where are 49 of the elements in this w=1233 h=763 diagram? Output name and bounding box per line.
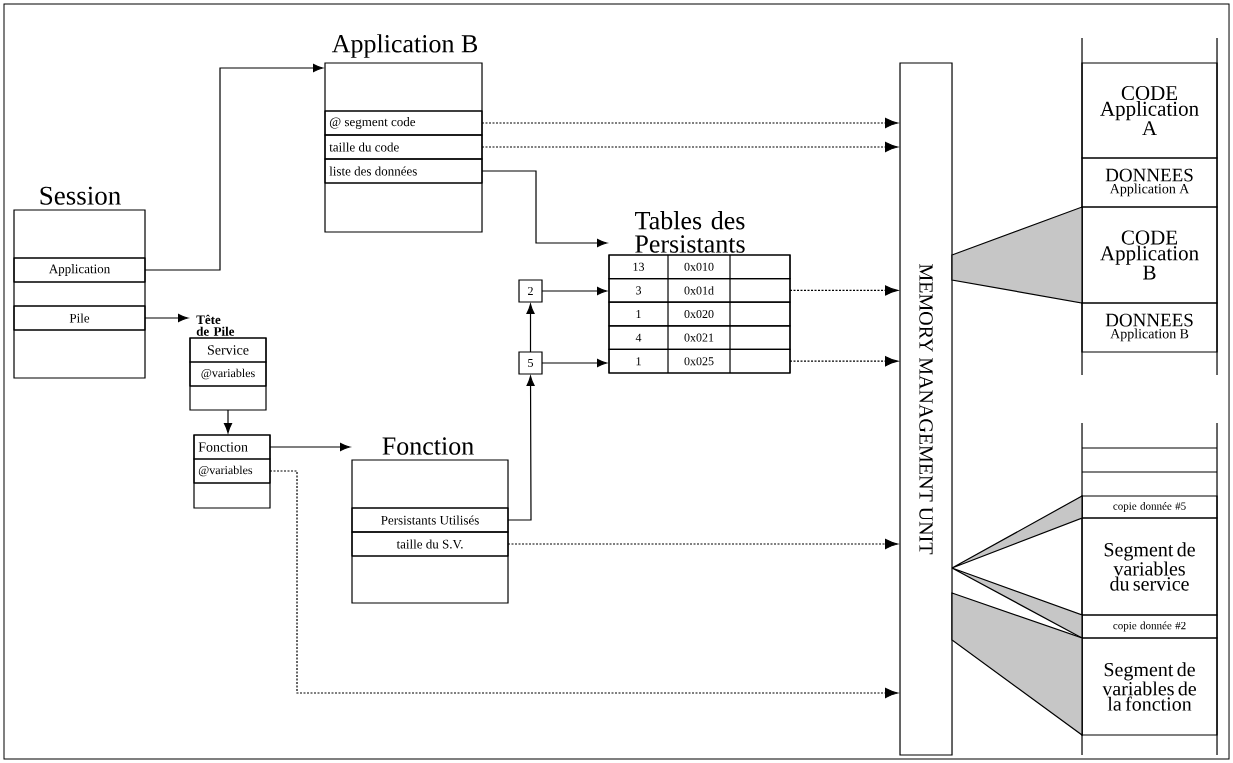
field-cell: 2 [518, 279, 543, 303]
arrow [526, 303, 535, 353]
memory-cell: Segment de variables du service [1081, 517, 1218, 616]
arrow [223, 409, 233, 434]
field-cell: @variables [189, 361, 267, 387]
arrow [481, 141, 899, 153]
arrow [481, 117, 899, 129]
memory-cell: CODE Application A [1081, 62, 1218, 159]
mapping-wedge [951, 495, 1083, 569]
memory-cell: copie donnée #5 [1081, 495, 1218, 519]
field-cell: Pile [13, 305, 146, 331]
table-row: 13 0x010 [608, 254, 791, 280]
arrow [789, 356, 899, 367]
memory-management-unit: MEMORY MANAGEMENT UNIT [899, 62, 953, 756]
field-cell: @variables [193, 458, 271, 484]
table-row: 1 0x025 [608, 348, 791, 374]
arrow [481, 170, 608, 248]
arrow [507, 538, 899, 550]
heading: Application B [331, 34, 478, 58]
heading: Fonction [382, 437, 474, 455]
field-cell: liste des données [324, 158, 483, 184]
arrow [507, 375, 535, 521]
mapping-wedge [951, 206, 1083, 304]
arrow [269, 470, 899, 699]
memory-cell: DONNEES Application A [1081, 157, 1218, 208]
arrow [541, 358, 608, 368]
heading: Tables des Persistants [635, 211, 745, 253]
memory-cell: copie donnée #2 [1081, 614, 1218, 639]
field-cell: Application [13, 257, 146, 283]
table-row: 4 0x021 [608, 325, 791, 350]
arrow [541, 286, 608, 296]
field-cell: 5 [518, 351, 543, 375]
field-cell: Service [189, 337, 267, 363]
arrow [269, 442, 351, 452]
mapping-wedge [951, 567, 1083, 639]
table-row: 1 0x020 [608, 301, 791, 327]
field-cell: Fonction [193, 434, 271, 460]
mapping-wedge [951, 592, 1083, 737]
heading: Session [40, 186, 121, 205]
heading: Tête de Pile [196, 314, 235, 336]
field-cell: taille du code [324, 134, 483, 160]
memory-cell: DONNEES Application B [1081, 302, 1218, 353]
field-cell: @ segment code [324, 110, 483, 136]
arrow [144, 313, 189, 323]
table-row: 3 0x01d [608, 278, 791, 303]
arrow [789, 285, 899, 296]
field-cell: Persistants Utilisés [351, 507, 509, 533]
field-cell: taille du S.V. [351, 531, 509, 557]
arrow [144, 63, 324, 271]
